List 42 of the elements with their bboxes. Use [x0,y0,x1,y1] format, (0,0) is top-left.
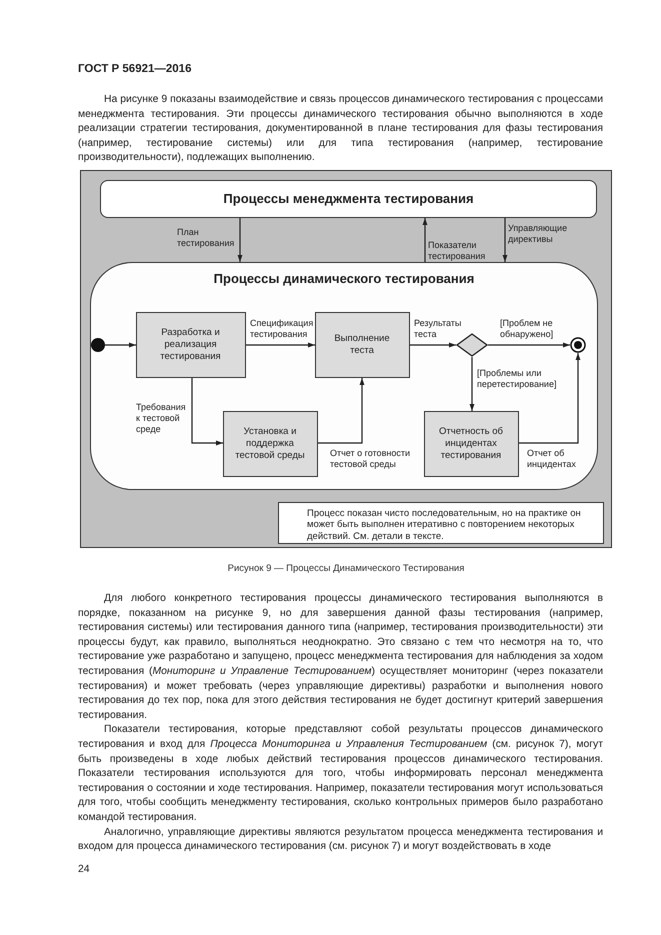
arrow [410,342,456,348]
process-box [222,410,318,476]
arrow [246,342,315,348]
page-number: 24 [78,862,90,877]
edge-label: [Проблем не обнаружено] [500,318,554,340]
document-header: ГОСТ Р 56921—2016 [78,62,192,77]
arrow [488,342,570,348]
process-box [136,312,246,378]
node-title: Процессы динамического тестирования [214,273,474,285]
arrow [422,218,428,262]
process-box [314,312,410,378]
body-paragraph: Для любого конкретного тестирования процессы динамического тестирования выполняются в порядке, показанном на рисунке 9, но для завершения данной фазы тестирования (например, тестирования системы) или тестирования данного типа (например, тестирования производительности) эти процессы будут, как правило, выполняться неоднократно. Это связано с тем что несмотря на то, что тестирование уже разработано и запущено, процесс менеджмента тестирования для наблюдения за ходом тестирования (Мониторинг и Управление Тестированием) осуществляет мониторинг (через показатели тестирования) и может требовать (через управляющие директивы) разработки и выполнения нового тестирования до тех пор, пока для этого действия тестирования не будет достигнут критерий завершения тестирования. [78,592,603,723]
arrow [519,353,580,444]
node-title: Разработка и реализация тестирования [159,326,222,362]
body-paragraph: На рисунке 9 показаны взаимодействие и связь процессов динамического тестирования с процессами менеджмента тестирования. Эти процессы динамического тестирования обычно выполняются в ходе реализации стратегии тестирования, документированной в плане тестирования для фазы тестирования (например, тестирование системы) или для типа тестирования (например, тестирование производительности), подлежащих выполнению. [78,93,603,166]
edge-label: Требования к тестовой среде [136,402,187,435]
arrow [238,218,242,262]
edge-label: Показатели тестирования [428,240,486,262]
arrow [191,378,223,446]
process-box [424,410,518,476]
edge-label: Управляющие директивы [508,223,568,245]
node-title: Выполнение теста [333,332,391,356]
arrow [318,378,364,444]
arrow [470,357,474,411]
edge-label: Результаты теста [414,318,462,340]
edge-label: Спецификация тестирования [250,318,314,340]
edge-label: [Проблемы или перетестирование] [477,368,558,390]
note-text: Процесс показан чисто последовательным, но на практике он может быть выполнен итеративно с повторением некоторых действий. См. детали в тексте. [307,508,582,542]
arrow [502,218,508,262]
edge-label: План тестирования [177,227,236,249]
node-title: Установка и поддержка тестовой среды [234,426,306,462]
node-title: Процессы менеджмента тестирования [223,193,474,205]
process-group-box [90,262,598,490]
body-paragraph: Показатели тестирования, которые представляют собой результаты процессов динамического тестирования и вход для Процесса Мониторинга и Управления Тестированием (см. рисунок 7), могут быть произведены в ходе любых действий тестирования процессов динамического тестирования. Показатели тестирования используются для того, чтобы информировать персонал менеджмента тестирования о состоянии и ходе тестирования. Например, показатели тестирования могут использоваться для того, чтобы сообщить менеджменту тестирования, сколько контрольных примеров было разработано командой тестирования. [78,723,603,825]
edge-label: Отчет о готовности тестовой среды [330,448,411,470]
body-paragraph: Аналогично, управляющие директивы являются результатом процесса менеджмента тестирования и входом для процесса динамического тестирования (см. рисунок 7) и могут воздействовать в ходе [78,826,603,854]
figure-caption: Рисунок 9 — Процессы Динамического Тестирования [226,563,466,574]
node-title: Отчетность об инцидентах тестирования [438,426,504,462]
note-box [278,502,604,544]
edge-label: Отчет об инцидентах [527,448,577,470]
arrow [105,342,136,348]
process-group-box [100,180,597,218]
